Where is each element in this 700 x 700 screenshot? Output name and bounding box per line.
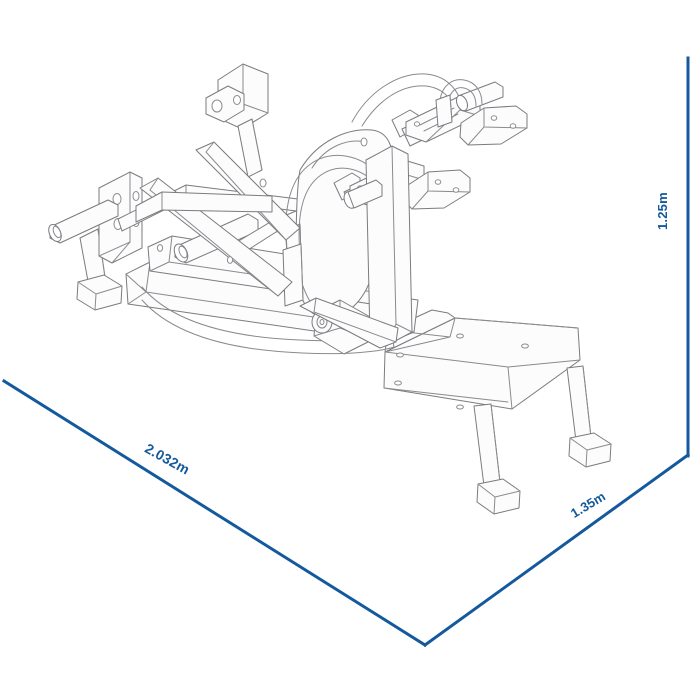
dimension-lines [1,56,691,648]
top-loop-bracket [435,79,483,128]
arm-pad-right [459,105,528,146]
dimension-line-length [1,378,428,648]
top-pivot-link [205,85,245,123]
tube-end-right [343,179,383,209]
weight-horn-left [48,199,119,244]
platform-leg-back [566,365,612,468]
rear-roller [455,81,504,112]
dimension-label-height: 1.25m [655,192,670,230]
platform-leg-front [473,403,521,515]
arm-pad-left [403,169,471,210]
gym-machine-line-art [48,63,612,515]
dimension-line-width [422,452,691,648]
left-upright-post [76,228,123,311]
post-brace [299,297,399,349]
fasteners [156,137,368,264]
top-link-bar [237,118,263,178]
left-cross-member [135,191,273,223]
rear-vertical-post [365,145,413,347]
